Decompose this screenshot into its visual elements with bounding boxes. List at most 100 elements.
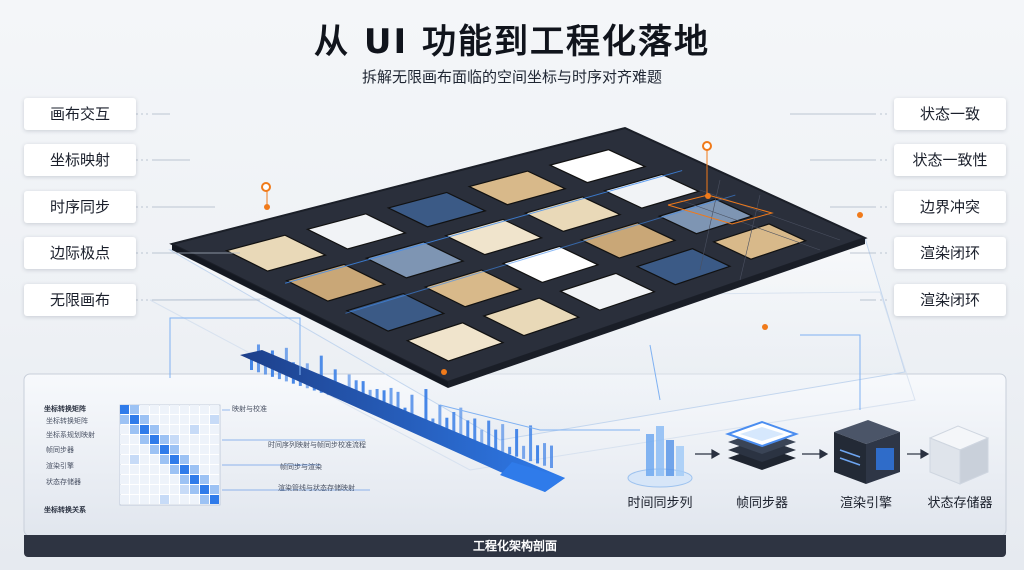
matrix-annotation-lines xyxy=(222,409,370,491)
matrix-annotation: 时间序列映射与帧同步校准流程 xyxy=(268,441,366,449)
matrix-cell xyxy=(170,485,179,494)
matrix-cell xyxy=(130,415,139,424)
tag-timing-sync: 时序同步 xyxy=(24,191,136,223)
matrix-cell xyxy=(190,435,199,444)
ribbon-bar xyxy=(494,429,498,450)
matrix-title: 坐标转换矩阵 xyxy=(44,405,86,413)
matrix-cell xyxy=(170,455,179,464)
matrix-cell xyxy=(130,495,139,504)
canvas-thumbnail xyxy=(305,213,407,250)
ribbon-bar xyxy=(487,420,491,448)
pipeline-label-state-store: 状态存储器 xyxy=(927,496,993,511)
matrix-cell xyxy=(160,465,169,474)
matrix-cell xyxy=(130,425,139,434)
tag-render-loop-2: 渲染闭环 xyxy=(894,284,1006,316)
matrix-cell xyxy=(170,475,179,484)
matrix-cell xyxy=(150,445,159,454)
left-connectors xyxy=(136,113,260,301)
matrix-cell xyxy=(200,415,209,424)
ribbon-bar xyxy=(396,391,400,418)
matrix-cell xyxy=(210,465,219,474)
tag-infinite-canvas: 无限画布 xyxy=(24,284,136,316)
matrix-cell xyxy=(160,415,169,424)
matrix-row-label: 帧同步器 xyxy=(46,446,74,454)
matrix-row-label: 坐标系规划映射 xyxy=(46,431,95,439)
matrix-cell xyxy=(170,445,179,454)
matrix-cell xyxy=(170,405,179,414)
tag-render-loop-1: 渲染闭环 xyxy=(894,237,1006,269)
canvas-thumbnail xyxy=(482,297,581,337)
matrix-cell xyxy=(120,475,129,484)
matrix-cell xyxy=(120,455,129,464)
matrix-cell xyxy=(160,495,169,504)
ribbon-bar xyxy=(508,446,512,455)
matrix-cell xyxy=(210,405,219,414)
canvas-thumbnail xyxy=(285,263,387,302)
ribbon-bar xyxy=(515,429,519,457)
matrix-cell xyxy=(140,495,149,504)
canvas-thumbnail xyxy=(345,292,446,332)
matrix-cell xyxy=(180,425,189,434)
ribbon-bar xyxy=(438,404,442,432)
matrix-cell xyxy=(150,495,159,504)
ribbon-bar xyxy=(445,417,449,434)
matrix-cell xyxy=(150,425,159,434)
canvas-thumbnail xyxy=(712,223,808,260)
matrix-cell xyxy=(170,425,179,434)
matrix-cell xyxy=(130,485,139,494)
matrix-cell xyxy=(170,465,179,474)
coordinate-matrix xyxy=(119,404,221,506)
matrix-cell xyxy=(170,495,179,504)
pipeline-label-frame-sync: 帧同步器 xyxy=(735,496,788,511)
matrix-cell xyxy=(200,445,209,454)
ribbon-bar xyxy=(263,362,267,375)
right-connectors xyxy=(790,113,890,301)
matrix-cell xyxy=(140,425,149,434)
flow-lines xyxy=(169,317,861,431)
tag-canvas-interaction: 画布交互 xyxy=(24,98,136,130)
matrix-cell xyxy=(200,495,209,504)
matrix-cell xyxy=(190,475,199,484)
matrix-cell xyxy=(160,485,169,494)
matrix-cell xyxy=(180,445,189,454)
matrix-cell xyxy=(190,425,199,434)
canvas-thumbnail xyxy=(602,173,701,209)
matrix-cell xyxy=(180,465,189,474)
matrix-cell xyxy=(140,485,149,494)
ribbon-bar xyxy=(480,429,484,446)
pipeline-label-render-engine: 渲染引擎 xyxy=(839,496,892,511)
matrix-annotation: 渲染管线与状态存储映射 xyxy=(278,484,355,492)
matrix-cell xyxy=(130,445,139,454)
data-beam xyxy=(240,350,565,492)
matrix-row-label: 渲染引擎 xyxy=(46,462,74,470)
ribbon-bar xyxy=(501,424,505,453)
matrix-cell xyxy=(150,485,159,494)
matrix-cell xyxy=(210,415,219,424)
matrix-cell xyxy=(140,475,149,484)
footer-banner: 工程化架构剖面 xyxy=(24,535,1006,557)
matrix-row-label: 状态存储器 xyxy=(46,478,81,486)
matrix-cell xyxy=(200,485,209,494)
matrix-annotation: 帧同步与渲染 xyxy=(280,463,322,471)
matrix-cell xyxy=(140,465,149,474)
tag-coordinate-mapping: 坐标映射 xyxy=(24,144,136,176)
ribbon-bar xyxy=(466,420,470,441)
matrix-cell xyxy=(120,485,129,494)
pipeline-arrows xyxy=(695,448,930,460)
matrix-cell xyxy=(210,475,219,484)
ribbon-bar xyxy=(550,445,553,468)
canvas-guide-line xyxy=(284,170,683,284)
matrix-cell xyxy=(140,405,149,414)
matrix-cell xyxy=(140,455,149,464)
matrix-cell xyxy=(210,495,219,504)
matrix-bottom-label: 坐标转换关系 xyxy=(44,506,86,514)
tag-state-consistency: 状态一致性 xyxy=(894,144,1006,176)
matrix-cell xyxy=(180,455,189,464)
ribbon-bar xyxy=(473,418,477,443)
ribbon-bar xyxy=(410,394,414,423)
matrix-annotation: 映射与校准 xyxy=(232,405,267,413)
matrix-cell xyxy=(190,495,199,504)
canvas-thumbnail xyxy=(405,322,505,362)
matrix-cell xyxy=(210,445,219,454)
matrix-cell xyxy=(160,455,169,464)
